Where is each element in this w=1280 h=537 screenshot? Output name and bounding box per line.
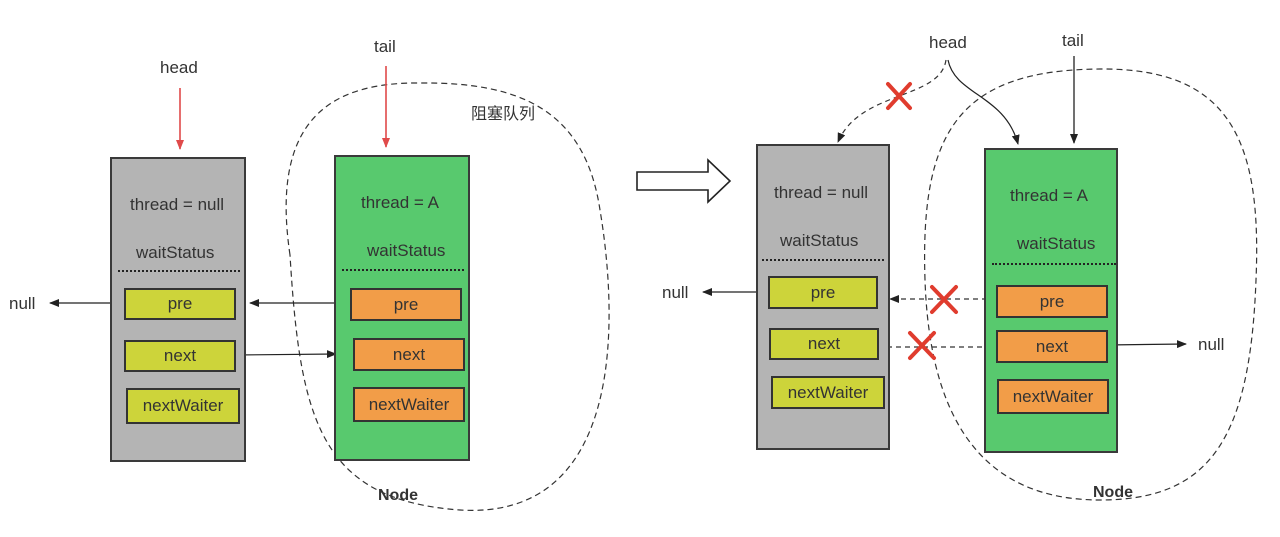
queue-boundary-right <box>923 68 1258 501</box>
divider <box>992 263 1116 265</box>
sentinel-nextwaiter-field: nextWaiter <box>126 388 240 424</box>
sentinel-pre-field: pre <box>124 288 236 320</box>
node-label-left: Node <box>378 487 418 504</box>
thread-pre-field: pre <box>996 285 1108 318</box>
sentinel-thread-text: thread = null <box>130 195 225 214</box>
divider <box>762 259 884 261</box>
thread-node-left: thread = A waitStatus pre next nextWaite… <box>334 155 470 461</box>
transition-arrow <box>636 158 732 204</box>
divider <box>342 269 464 271</box>
cross-mark-next <box>908 331 936 360</box>
queue-label: 阻塞队列 <box>471 104 536 123</box>
sentinel-thread-text: thread = null <box>774 183 869 202</box>
null-label-right-left: null <box>662 283 689 302</box>
thread-nextwaiter-field: nextWaiter <box>997 379 1109 414</box>
sentinel-node-right: thread = null waitStatus pre next nextWa… <box>756 144 890 450</box>
thread-node-waitstatus-text: waitStatus <box>1017 234 1096 253</box>
head-label-left: head <box>160 58 198 77</box>
sentinel-next-field: next <box>124 340 236 372</box>
head-new-pointer-arrow <box>947 59 1020 145</box>
sentinel-nextwaiter-field: nextWaiter <box>771 376 885 409</box>
null-label-right-right: null <box>1198 335 1225 354</box>
divider <box>118 270 240 272</box>
thread-node-right: thread = A waitStatus pre next nextWaite… <box>984 148 1118 453</box>
thread-next-field: next <box>353 338 465 371</box>
head-label-right: head <box>929 33 967 52</box>
cross-mark-head <box>886 82 912 110</box>
sentinel-node-left: thread = null waitStatus pre next nextWa… <box>110 157 246 462</box>
thread-next-to-null-arrow-right <box>1105 340 1187 349</box>
sentinel-waitstatus-text: waitStatus <box>136 243 215 262</box>
thread-node-thread-text: thread = A <box>361 193 439 212</box>
thread-nextwaiter-field: nextWaiter <box>353 387 465 422</box>
null-label-left: null <box>9 294 36 313</box>
thread-pre-field: pre <box>350 288 462 321</box>
node-label-right: Node <box>1093 484 1133 501</box>
sentinel-next-field: next <box>769 328 879 360</box>
sentinel-waitstatus-text: waitStatus <box>780 231 859 250</box>
queue-boundary-left <box>285 82 610 511</box>
cross-mark-pre <box>930 285 958 314</box>
tail-label-right: tail <box>1062 31 1084 50</box>
sentinel-pre-field: pre <box>768 276 878 309</box>
tail-label-left: tail <box>374 37 396 56</box>
thread-node-waitstatus-text: waitStatus <box>367 241 446 260</box>
sentinel-next-to-thread-arrow-left <box>233 350 337 359</box>
thread-next-field: next <box>996 330 1108 363</box>
thread-node-thread-text: thread = A <box>1010 186 1088 205</box>
